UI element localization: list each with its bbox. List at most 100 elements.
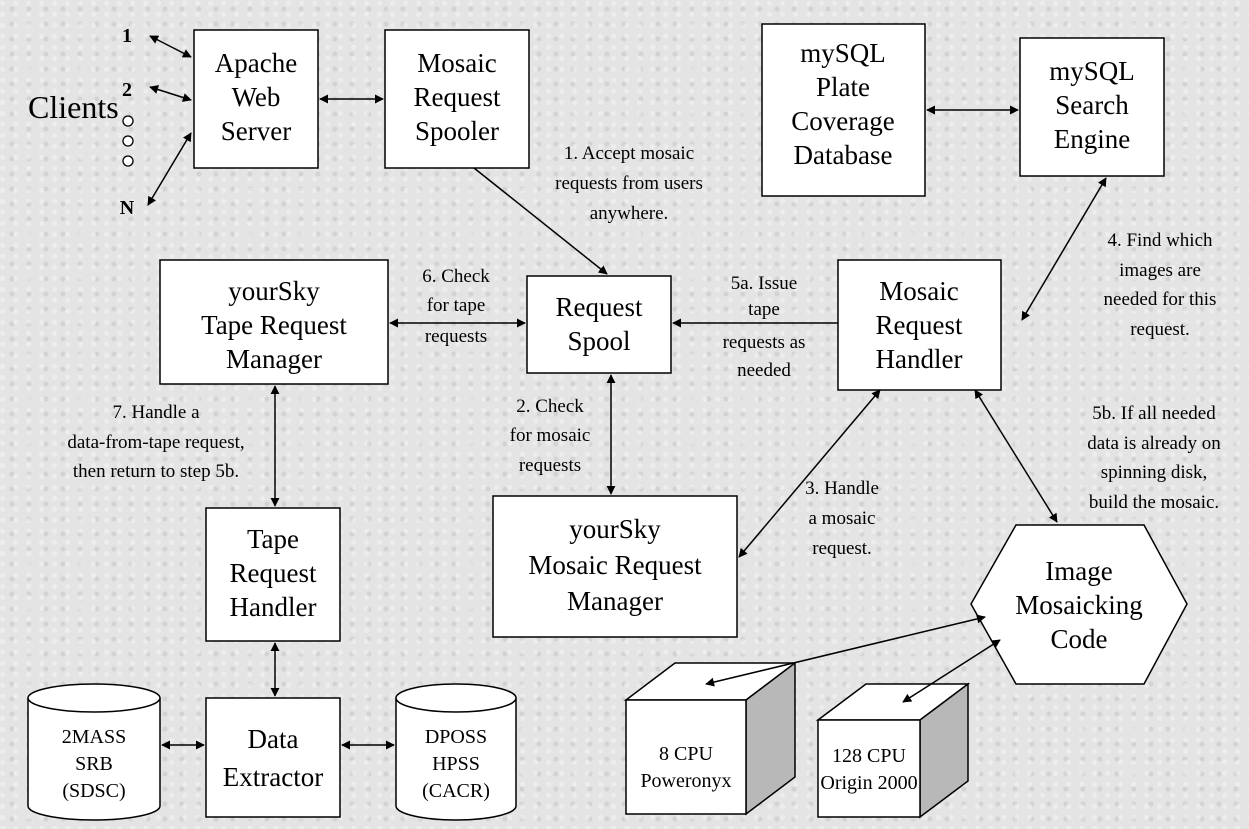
tape-manager-line-3: Manager bbox=[226, 344, 322, 374]
step5a-line-1: 5a. Issue bbox=[731, 273, 797, 294]
step7-line-3: then return to step 5b. bbox=[73, 461, 239, 482]
mosaic-manager-line-2: Mosaic Request bbox=[528, 550, 702, 580]
data-extractor-line-1: Data bbox=[248, 724, 299, 754]
search-engine-line-3: Engine bbox=[1054, 124, 1130, 154]
cpu128-line-2: Origin 2000 bbox=[820, 772, 917, 794]
step7-line-1: 7. Handle a bbox=[112, 402, 200, 423]
step6-line-3: requests bbox=[425, 326, 487, 347]
step-2-annotation: 2. Check for mosaic requests bbox=[510, 396, 591, 476]
data-extractor-node: Data Extractor bbox=[205, 697, 341, 818]
mysql-coverage-database-node: mySQL Plate Coverage Database bbox=[761, 23, 926, 197]
client-n-connector bbox=[147, 132, 192, 206]
tape-manager-line-1: yourSky bbox=[228, 276, 320, 306]
step3-line-3: request. bbox=[812, 538, 872, 559]
step4-line-4: request. bbox=[1130, 319, 1190, 340]
tape-handler-line-1: Tape bbox=[247, 524, 299, 554]
mosaic-handler-line-2: Request bbox=[876, 310, 963, 340]
spooler-line-1: Mosaic bbox=[417, 48, 497, 78]
dposs-hpss-storage-node: DPOSS HPSS (CACR) bbox=[395, 683, 517, 821]
data-extractor-line-2: Extractor bbox=[223, 762, 323, 792]
step1-line-2: requests from users bbox=[555, 173, 703, 194]
step5b-line-3: spinning disk, bbox=[1101, 462, 1208, 483]
step4-line-3: needed for this bbox=[1104, 289, 1217, 310]
spooler-to-spool-connector bbox=[473, 167, 608, 275]
apache-line-3: Server bbox=[221, 116, 291, 146]
connectors bbox=[147, 35, 1107, 750]
apache-web-server-node: Apache Web Server bbox=[193, 29, 319, 169]
mysql-search-engine-node: mySQL Search Engine bbox=[1019, 37, 1165, 177]
step3-line-2: a mosaic bbox=[808, 508, 875, 529]
step-5b-annotation: 5b. If all needed data is already on spi… bbox=[1087, 403, 1221, 513]
clients-label: Clients bbox=[28, 89, 119, 125]
twomass-line-3: (SDSC) bbox=[62, 780, 125, 802]
client-ellipsis-dot bbox=[122, 155, 134, 167]
client-2-connector bbox=[149, 85, 192, 102]
apache-line-2: Web bbox=[232, 82, 281, 112]
step-7-annotation: 7. Handle a data-from-tape request, then… bbox=[67, 402, 244, 482]
clients-group: Clients 1 2 N bbox=[28, 25, 135, 219]
client-n-label: N bbox=[120, 197, 135, 219]
apache-line-1: Apache bbox=[215, 48, 297, 78]
step4-line-1: 4. Find which bbox=[1107, 230, 1213, 251]
step3-line-1: 3. Handle bbox=[805, 478, 879, 499]
tape-request-handler-node: Tape Request Handler bbox=[205, 507, 341, 642]
mosaic-request-spooler-node: Mosaic Request Spooler bbox=[384, 29, 530, 169]
request-spool-line-1: Request bbox=[556, 292, 643, 322]
step-4-annotation: 4. Find which images are needed for this… bbox=[1104, 230, 1217, 340]
twomass-srb-storage-node: 2MASS SRB (SDSC) bbox=[27, 683, 161, 821]
step5b-line-2: data is already on bbox=[1087, 433, 1221, 454]
client-1-connector bbox=[149, 35, 192, 58]
search-engine-line-2: Search bbox=[1055, 90, 1129, 120]
mosaic-handler-line-3: Handler bbox=[876, 344, 963, 374]
client-ellipsis-dot bbox=[122, 115, 134, 127]
step4-line-2: images are bbox=[1119, 260, 1201, 281]
step5a-line-4: needed bbox=[737, 360, 791, 381]
step2-line-2: for mosaic bbox=[510, 425, 591, 446]
coverage-db-line-4: Database bbox=[794, 140, 893, 170]
coverage-db-line-2: Plate bbox=[816, 72, 870, 102]
client-ellipsis-dot bbox=[122, 135, 134, 147]
step-5a-annotation: 5a. Issue tape requests as needed bbox=[723, 273, 806, 381]
spooler-line-3: Spooler bbox=[415, 116, 499, 146]
dposs-line-3: (CACR) bbox=[422, 780, 490, 802]
tape-handler-line-2: Request bbox=[230, 558, 317, 588]
step6-line-1: 6. Check bbox=[422, 266, 490, 287]
cpu128-line-1: 128 CPU bbox=[832, 745, 906, 767]
step-3-annotation: 3. Handle a mosaic request. bbox=[805, 478, 879, 559]
tape-handler-line-3: Handler bbox=[230, 592, 317, 622]
handler-mosaicking-connector bbox=[974, 389, 1058, 523]
mosaic-manager-line-3: Manager bbox=[567, 586, 663, 616]
step5b-line-1: 5b. If all needed bbox=[1092, 403, 1216, 424]
search-handler-connector bbox=[1021, 177, 1107, 321]
step2-line-3: requests bbox=[519, 455, 581, 476]
step2-line-1: 2. Check bbox=[516, 396, 584, 417]
spooler-line-2: Request bbox=[414, 82, 501, 112]
step7-line-2: data-from-tape request, bbox=[67, 432, 244, 453]
mosaicking-line-3: Code bbox=[1051, 624, 1108, 654]
step1-line-1: 1. Accept mosaic bbox=[564, 143, 694, 164]
step5a-line-2: tape bbox=[748, 299, 780, 320]
mosaic-manager-handler-connector bbox=[738, 389, 881, 558]
mosaic-manager-line-1: yourSky bbox=[569, 514, 661, 544]
step5a-line-3: requests as bbox=[723, 332, 806, 353]
yoursky-mosaic-request-manager-node: yourSky Mosaic Request Manager bbox=[492, 495, 738, 638]
request-spool-node: Request Spool bbox=[526, 275, 672, 374]
image-mosaicking-code-node: Image Mosaicking Code bbox=[970, 524, 1188, 685]
cpu-8-poweronyx-node: 8 CPU Poweronyx bbox=[623, 661, 798, 816]
coverage-db-line-3: Coverage bbox=[791, 106, 894, 136]
step6-line-2: for tape bbox=[427, 295, 486, 316]
search-engine-line-1: mySQL bbox=[1049, 56, 1135, 86]
client-1-label: 1 bbox=[122, 25, 132, 47]
twomass-line-2: SRB bbox=[75, 753, 113, 775]
dposs-line-2: HPSS bbox=[432, 753, 480, 775]
mosaicking-line-1: Image bbox=[1045, 556, 1112, 586]
step-6-annotation: 6. Check for tape requests bbox=[422, 266, 490, 347]
mosaicking-line-2: Mosaicking bbox=[1015, 590, 1143, 620]
cpu-128-origin-2000-node: 128 CPU Origin 2000 bbox=[815, 682, 971, 819]
twomass-line-1: 2MASS bbox=[62, 726, 126, 748]
cpu128-mosaicking-connector bbox=[902, 639, 1001, 703]
cpu8-line-1: 8 CPU bbox=[659, 743, 713, 765]
step1-line-3: anywhere. bbox=[590, 203, 669, 224]
cpu8-line-2: Poweronyx bbox=[640, 770, 731, 792]
